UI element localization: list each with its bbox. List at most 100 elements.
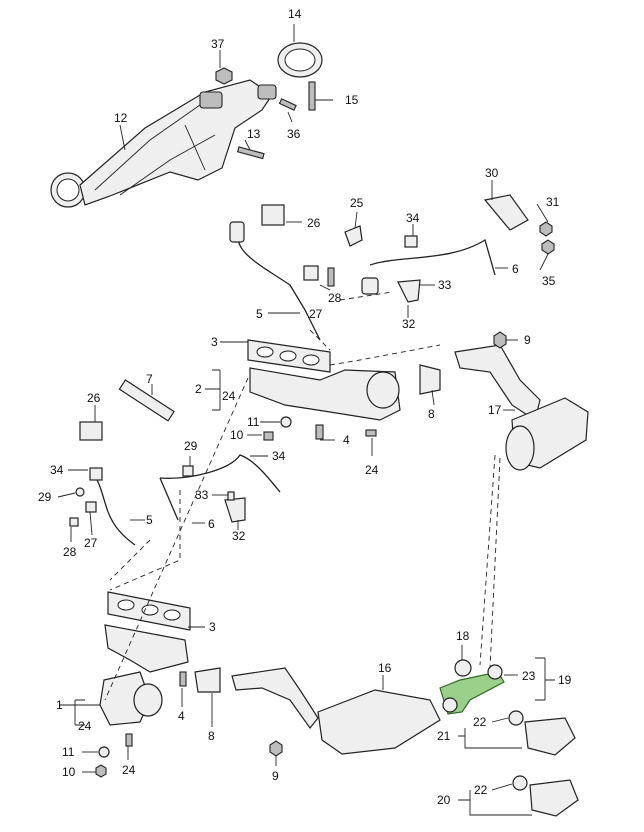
oxygen-sensor-5-lower-wire (91, 469, 136, 546)
upper-sensors (229, 194, 555, 341)
label-13: 13 (247, 127, 261, 141)
label-24-lower: 24 (122, 763, 136, 777)
label-11-top: 11 (247, 415, 260, 429)
label-37: 37 (211, 37, 225, 51)
lower-sensors (69, 421, 281, 546)
clip-25 (344, 225, 363, 247)
gasket-8-upper (419, 364, 441, 395)
label-16: 16 (378, 661, 392, 675)
label-24-mid: 24 (222, 389, 236, 403)
label-29-mid: 29 (184, 439, 198, 453)
label-28-lower: 28 (63, 545, 77, 559)
label-34-top: 34 (406, 211, 420, 225)
oxygen-sensor-6-wire (369, 238, 496, 276)
label-24-right: 24 (365, 463, 379, 477)
label-9-lower: 9 (272, 769, 279, 783)
bracket-32-upper (397, 279, 421, 303)
label-4-lower: 4 (178, 709, 185, 723)
label-31: 31 (546, 195, 560, 209)
clamp-18 (454, 659, 472, 677)
label-4-top: 4 (343, 433, 350, 447)
label-3-lower: 3 (209, 620, 216, 634)
label-26-lower: 26 (87, 391, 101, 405)
label-8-top: 8 (428, 407, 435, 421)
manifold-2-lower (104, 624, 189, 673)
label-30: 30 (485, 166, 499, 180)
label-9-top: 9 (524, 333, 531, 347)
bracket-30 (483, 194, 529, 231)
label-35: 35 (542, 274, 556, 288)
label-3-top: 3 (211, 335, 218, 349)
gasket-8-lower (194, 667, 221, 693)
label-19: 19 (558, 673, 572, 687)
label-32-lower: 32 (232, 529, 246, 543)
nut-9-upper (493, 331, 507, 349)
label-33-top: 33 (438, 278, 452, 292)
label-11-lower: 11 (62, 745, 75, 759)
bracket-26-lower (79, 421, 103, 441)
pipe-16 (231, 667, 319, 729)
label-7: 7 (146, 372, 153, 386)
label-23: 23 (522, 669, 536, 683)
label-2: 2 (195, 382, 202, 396)
bolt-13 (236, 146, 265, 160)
muffler-16 (317, 689, 441, 755)
label-34-left: 34 (50, 463, 64, 477)
label-14: 14 (288, 7, 302, 21)
label-17: 17 (488, 403, 502, 417)
label-20: 20 (437, 793, 451, 807)
label-34-mid: 34 (272, 449, 286, 463)
bolt-15 (308, 81, 316, 111)
label-12: 12 (114, 111, 128, 125)
bolt-4-lower (179, 671, 187, 687)
bracket-body (79, 79, 273, 206)
dashed-guides (104, 291, 501, 701)
label-8-lower: 8 (208, 729, 215, 743)
tailpipe-tip-20 (529, 779, 579, 817)
label-33-lower: 33 (195, 488, 209, 502)
leader-lines (57, 24, 555, 816)
tailpipe-tip-21 (524, 717, 576, 756)
label-15: 15 (345, 93, 359, 107)
nut-9-lower (269, 740, 283, 757)
label-5-top: 5 (256, 307, 263, 321)
label-28-top: 28 (328, 291, 342, 305)
label-10-lower: 10 (62, 765, 76, 779)
rear-muffler-assembly (454, 331, 589, 471)
label-29-left: 29 (38, 490, 52, 504)
manifold-2-upper (249, 367, 401, 421)
bolt-4-upper (315, 424, 324, 440)
label-10-top: 10 (230, 428, 244, 442)
bracket-26 (261, 204, 285, 226)
label-1: 1 (56, 698, 63, 712)
nut-37 (215, 67, 233, 85)
label-22-bottom: 22 (474, 783, 488, 797)
label-22-mid: 22 (473, 715, 487, 729)
label-5-lower: 5 (146, 513, 153, 527)
part-labels: 14 37 15 12 13 36 30 31 26 25 34 6 33 35… (38, 7, 572, 807)
oxygen-sensor-6-lower-wire (159, 454, 281, 493)
label-27-lower: 27 (84, 536, 98, 550)
label-21: 21 (437, 729, 451, 743)
bolt-36 (278, 98, 297, 111)
clamp-22 (512, 775, 528, 791)
bracket-32-lower (224, 497, 246, 523)
front-muffler-assembly (231, 659, 579, 817)
label-25: 25 (350, 196, 364, 210)
label-24-lower-left: 24 (78, 719, 92, 733)
label-6-top: 6 (512, 262, 519, 276)
label-6-lower: 6 (208, 517, 215, 531)
label-18: 18 (456, 629, 470, 643)
bracket-assembly (50, 42, 323, 208)
sealant-tube-7 (118, 379, 175, 422)
upper-manifold (247, 339, 441, 441)
converter-flange-lower (133, 683, 163, 717)
label-32-top: 32 (402, 317, 416, 331)
converter-flange-upper (366, 371, 400, 409)
label-36: 36 (287, 127, 301, 141)
label-27-top: 27 (309, 307, 323, 321)
oxygen-sensor-5-wire (237, 229, 321, 341)
lower-manifold (95, 591, 283, 778)
